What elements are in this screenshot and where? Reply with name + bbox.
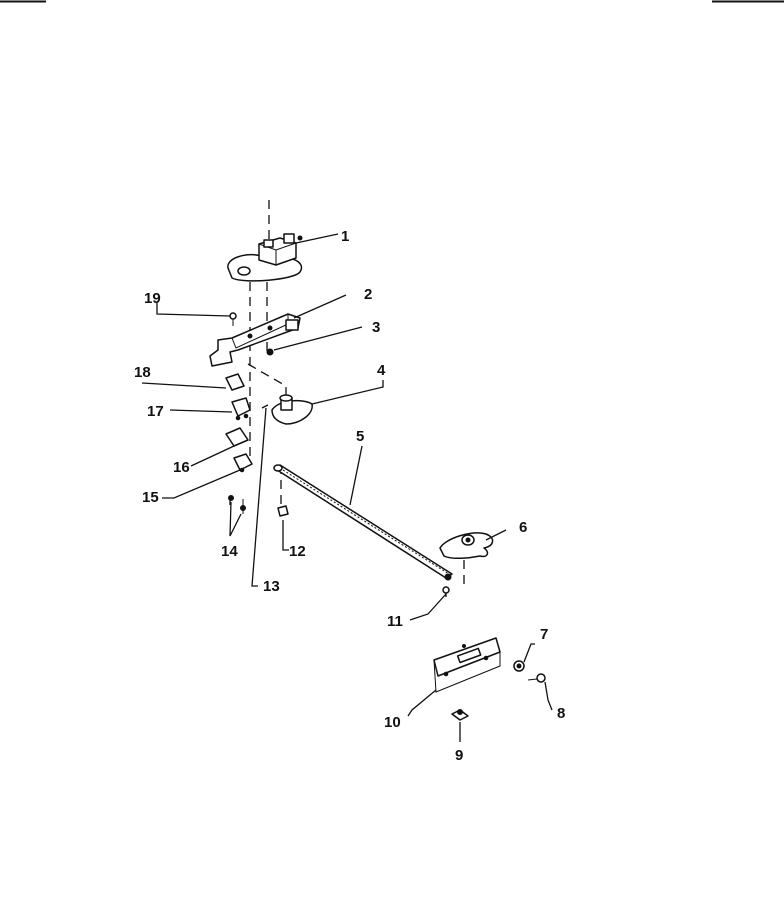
part-15-housing [233,453,253,473]
part-16-insulator [225,427,249,447]
part-13-pin [261,404,269,409]
part-10-plate [433,637,501,693]
callout-10: 10 [384,714,401,731]
callout-2: 2 [364,286,372,303]
part-5-rod [273,464,453,581]
callout-6: 6 [519,519,527,536]
callout-3: 3 [372,319,380,336]
callout-8: 8 [557,705,565,722]
part-19-screw [229,312,237,326]
callout-19: 19 [144,290,161,307]
part-12-clip [277,505,289,517]
part-1-control-assembly [227,233,303,282]
part-7-washer [513,660,525,672]
callout-15: 15 [142,489,159,506]
callout-12: 12 [289,543,306,560]
part-14-screws [228,495,246,514]
callout-11: 11 [387,613,403,630]
part-2-bracket [209,313,301,367]
callout-13: 13 [263,578,280,595]
callout-17: 17 [147,403,164,420]
callout-1: 1 [341,228,349,245]
part-11-washer [442,586,450,594]
callout-5: 5 [356,428,364,445]
part-18-clip [225,373,245,391]
callout-18: 18 [134,364,151,381]
part-9-mount [451,709,469,721]
part-17-switch [231,397,251,421]
part-8-screw [527,673,546,683]
part-3-nut [266,348,274,356]
callout-labels: 1 2 3 4 5 6 7 8 9 10 11 12 13 14 15 16 1… [134,228,565,764]
leader-lines [141,233,553,742]
part-4-cam [271,394,313,425]
callout-9: 9 [455,747,463,764]
callout-4: 4 [377,362,386,379]
part-6-lever [439,532,494,560]
callout-14: 14 [221,543,238,560]
callout-16: 16 [173,459,190,476]
callout-7: 7 [540,626,548,643]
